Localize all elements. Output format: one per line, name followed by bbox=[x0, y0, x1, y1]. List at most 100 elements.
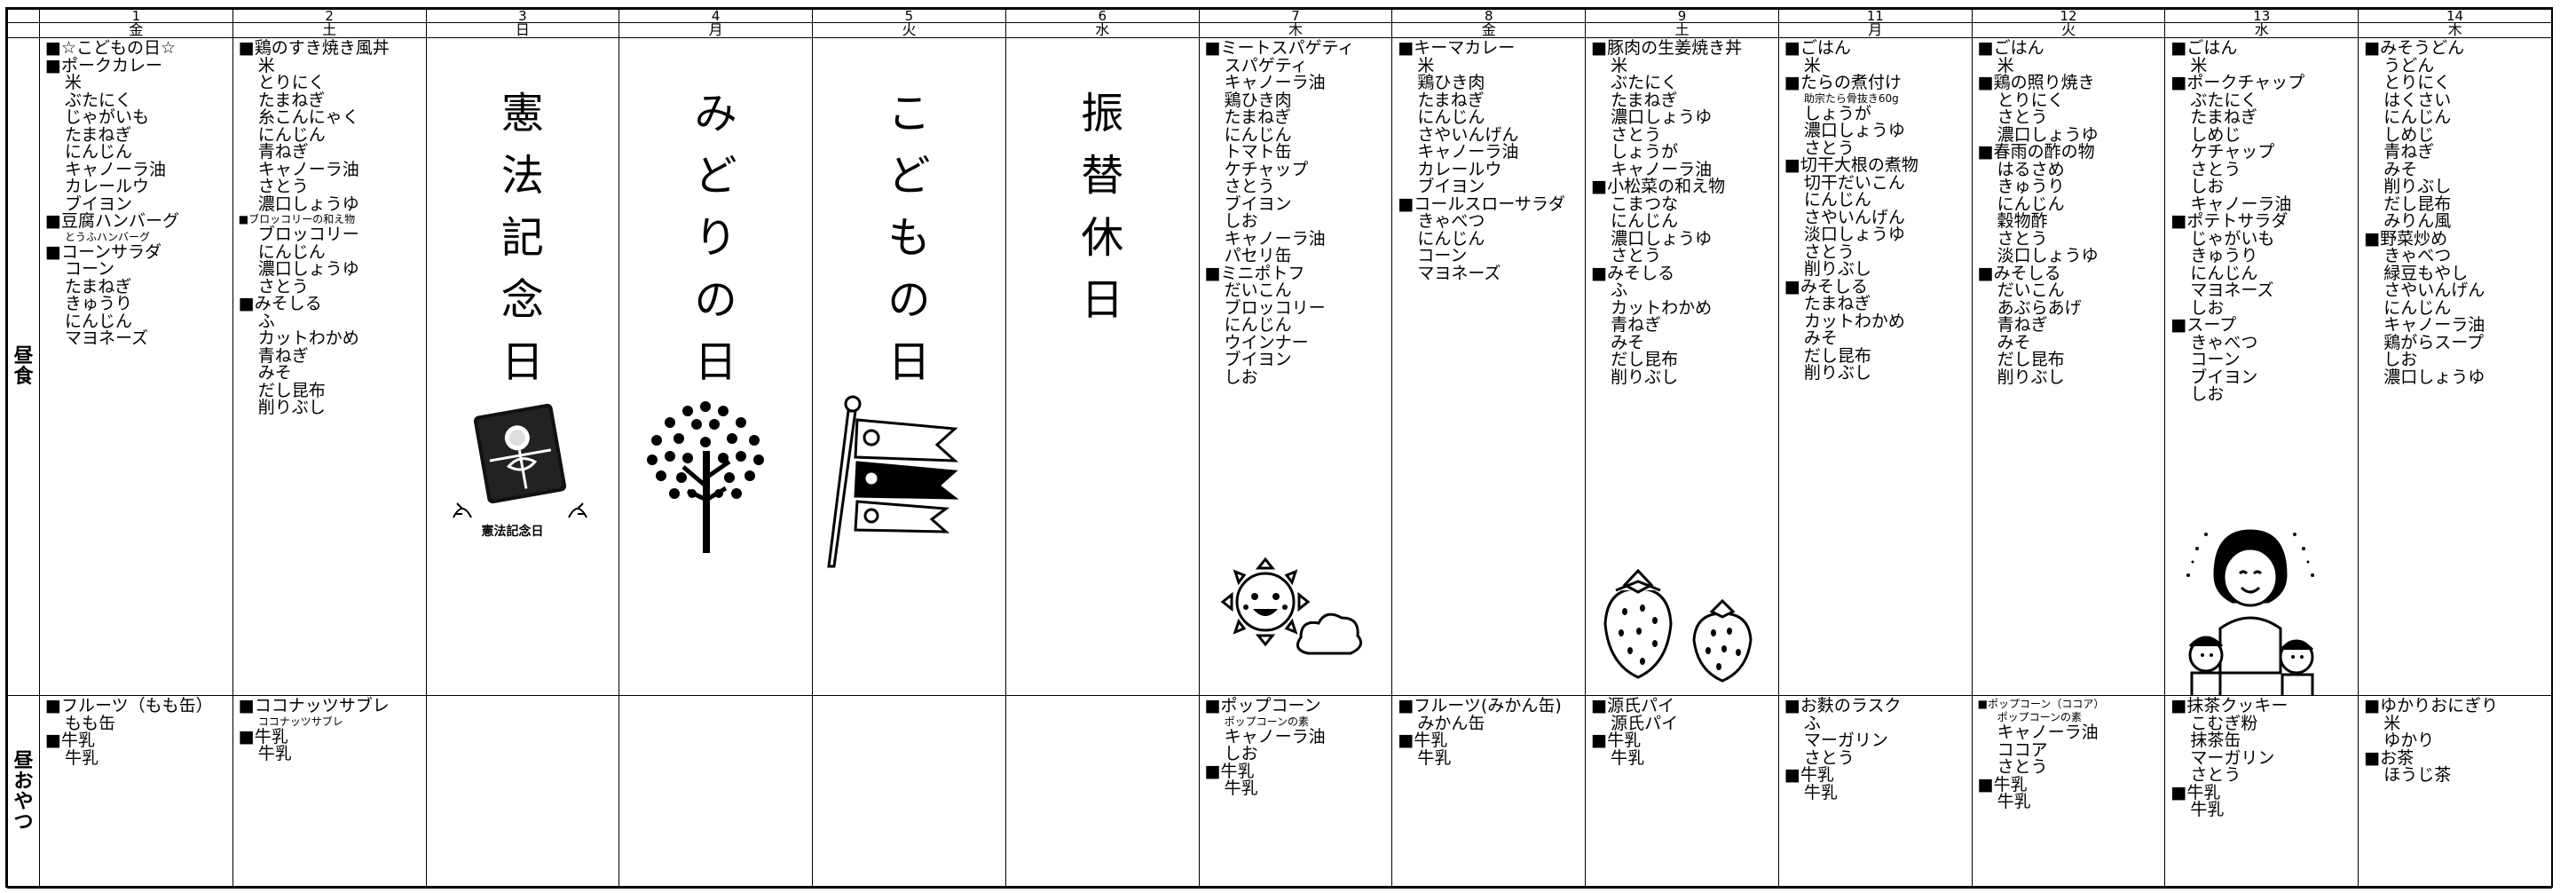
ingredient: 青ねぎ bbox=[1611, 315, 1662, 335]
dish-name: ■ポテトサラダ bbox=[2170, 211, 2288, 231]
lunch-row: 昼食■☆こどもの日☆■ポークカレー米ぶたにくじゃがいもたまねぎにんじんキャノーラ… bbox=[7, 37, 2552, 696]
holiday-char: 休 bbox=[1081, 213, 1124, 263]
ingredient: ブイヨン bbox=[65, 194, 133, 214]
snack-cell-day-11: ■お麩のラスクふマーガリンさとう■牛乳牛乳 bbox=[1777, 695, 1973, 889]
holiday-char: 替 bbox=[1081, 151, 1124, 201]
snack-label-char: お bbox=[13, 770, 34, 793]
snack-menu-list: ■ゆかりおにぎり米ゆかり■お茶ほうじ茶 bbox=[2359, 696, 2551, 785]
snack-menu-list: ■抹茶クッキーこむぎ粉抹茶缶マーガリンさとう■牛乳牛乳 bbox=[2165, 696, 2358, 819]
ingredient: コーン bbox=[1417, 246, 1468, 265]
ingredient: たまねぎ bbox=[1224, 107, 1292, 127]
ingredient: 削りぶし bbox=[2383, 177, 2452, 196]
lunch-label: 昼食 bbox=[7, 37, 40, 696]
snack-cell-day-4 bbox=[618, 695, 814, 889]
ingredient: 青ねぎ bbox=[257, 345, 309, 366]
weekday: 木 bbox=[1198, 22, 1393, 38]
ingredient: ゆかり bbox=[2383, 731, 2435, 750]
lunch-cell-day-9: ■豚肉の生姜焼き丼米ぶたにくたまねぎ濃口しょうゆさとうしょうがキャノーラ油■小松… bbox=[1585, 37, 1779, 696]
ingredient: キャノーラ油 bbox=[65, 159, 167, 179]
ingredient: マーガリン bbox=[2190, 747, 2275, 768]
snack-menu-list: ■ポップコーン（ココア）ポップコーンの素キャノーラ油ココアさとう■牛乳牛乳 bbox=[1973, 696, 2165, 811]
snack-label-char: 昼 bbox=[13, 749, 34, 772]
holiday-char: こ bbox=[887, 89, 931, 138]
ingredient: さとう bbox=[1611, 124, 1662, 145]
ingredient: にんじん bbox=[1611, 211, 1679, 231]
dish-name: ■ゆかりおにぎり bbox=[2364, 696, 2499, 715]
ingredient: キャノーラ油 bbox=[2190, 194, 2292, 214]
ingredient: パセリ缶 bbox=[1224, 246, 1292, 265]
ingredient: ココナッツサブレ bbox=[257, 715, 343, 728]
ingredient: コーン bbox=[2190, 350, 2241, 369]
ingredient: じゃがいも bbox=[2190, 228, 2275, 249]
ingredient: にんじん bbox=[257, 124, 326, 145]
ingredient: みそ bbox=[1611, 332, 1645, 352]
snack-row: 昼おやつ■フルーツ（もも缶）もも缶■牛乳牛乳■ココナッツサブレココナッツサブレ■… bbox=[7, 695, 2552, 889]
lunch-menu-list: ■豚肉の生姜焼き丼米ぶたにくたまねぎ濃口しょうゆさとうしょうがキャノーラ油■小松… bbox=[1586, 38, 1778, 386]
ingredient: 青ねぎ bbox=[1997, 315, 2048, 335]
snack-cell-day-8: ■フルーツ(みかん缶)みかん缶■牛乳牛乳 bbox=[1391, 695, 1587, 889]
ingredient: うどん bbox=[2383, 55, 2435, 75]
tree-icon bbox=[639, 389, 772, 561]
ingredient: 濃口しょうゆ bbox=[1611, 107, 1713, 127]
ingredient: だいこん bbox=[1997, 281, 2065, 300]
ingredient: 穀物酢 bbox=[1997, 211, 2048, 231]
holiday-name: みどりの日 bbox=[619, 83, 812, 393]
weekday: 月 bbox=[618, 22, 814, 38]
holiday-char: 日 bbox=[1081, 275, 1124, 325]
ingredient: たまねぎ bbox=[1611, 90, 1678, 110]
ingredient: さとう bbox=[1803, 241, 1855, 262]
dish-name: ■牛乳 bbox=[238, 726, 288, 747]
snack-cell-day-14: ■ゆかりおにぎり米ゆかり■お茶ほうじ茶 bbox=[2358, 695, 2552, 889]
snack-menu-list: ■フルーツ（もも缶）もも缶■牛乳牛乳 bbox=[40, 696, 232, 767]
weekday: 水 bbox=[1004, 22, 1200, 38]
dish-name: ■春雨の酢の物 bbox=[1977, 142, 2095, 162]
ingredient: みかん缶 bbox=[1417, 713, 1485, 733]
dish-name: ■コーンサラダ bbox=[45, 241, 162, 262]
ingredient: さとう bbox=[257, 177, 309, 196]
snack-label-char: つ bbox=[13, 811, 34, 834]
lunch-cell-day-7: ■ミートスパゲティスパゲティキャノーラ油鶏ひき肉たまねぎにんじんトマト缶ケチャッ… bbox=[1198, 37, 1393, 696]
ingredient: ブイヨン bbox=[1224, 350, 1292, 369]
ingredient: もも缶 bbox=[65, 713, 116, 733]
snack-label-char: や bbox=[13, 791, 34, 813]
ingredient: しめじ bbox=[2190, 124, 2241, 145]
lunch-cell-day-1: ■☆こどもの日☆■ポークカレー米ぶたにくじゃがいもたまねぎにんじんキャノーラ油カ… bbox=[39, 37, 233, 696]
ingredient: だし昆布 bbox=[1997, 350, 2065, 369]
ingredient: さとう bbox=[1224, 177, 1275, 196]
ingredient: さとう bbox=[1611, 246, 1662, 265]
weekday: 土 bbox=[232, 22, 427, 38]
dish-name: ■ミートスパゲティ bbox=[1204, 38, 1355, 58]
lunch-menu-list: ■ごはん米■鶏の照り焼きとりにくさとう濃口しょうゆ■春雨の酢の物はるさめきゅうり… bbox=[1973, 38, 2165, 386]
lunch-label-char: 食 bbox=[13, 366, 34, 388]
ingredient: 牛乳 bbox=[1224, 778, 1258, 798]
ingredient: とりにく bbox=[257, 73, 326, 92]
ingredient: きゅうり bbox=[1997, 177, 2065, 196]
lunch-cell-day-13: ■ごはん米■ポークチャップぶたにくたまねぎしめじケチャップさとうしおキャノーラ油… bbox=[2164, 37, 2359, 696]
ingredient: ほうじ茶 bbox=[2383, 765, 2452, 785]
ingredient: ポップコーンの素 bbox=[1997, 711, 2083, 723]
weekday: 金 bbox=[1391, 22, 1587, 38]
ingredient: ふ bbox=[1611, 281, 1628, 300]
lunch-cell-day-2: ■鶏のすき焼き風丼米とりにくたまねぎ糸こんにゃくにんじん青ねぎキャノーラ油さとう… bbox=[232, 37, 427, 696]
ingredient: 米 bbox=[1417, 55, 1435, 75]
ingredient: しお bbox=[2190, 177, 2225, 196]
ingredient: ブロッコリー bbox=[1224, 297, 1326, 318]
ingredient: にんじん bbox=[65, 311, 133, 331]
snack-cell-day-1: ■フルーツ（もも缶）もも缶■牛乳牛乳 bbox=[39, 695, 233, 889]
ingredient: 削りぶし bbox=[1997, 367, 2065, 387]
lunch-menu-list: ■キーマカレー米鶏ひき肉たまねぎにんじんさやいんげんキャノーラ油カレールウブイヨ… bbox=[1392, 38, 1585, 282]
holiday-char: 日 bbox=[887, 337, 931, 387]
ingredient: キャノーラ油 bbox=[1224, 726, 1326, 747]
ingredient: ブイヨン bbox=[2190, 367, 2258, 387]
ingredient: ぶたにく bbox=[65, 90, 132, 110]
weekday: 木 bbox=[2358, 22, 2552, 38]
weekday: 金 bbox=[39, 22, 233, 38]
ingredient: きゃべつ bbox=[2190, 332, 2258, 352]
ingredient: キャノーラ油 bbox=[1224, 73, 1326, 92]
dish-name: ■ポークチャップ bbox=[2170, 73, 2305, 92]
ingredient: 糸こんにゃく bbox=[257, 107, 359, 127]
dish-name: ■豚肉の生姜焼き丼 bbox=[1591, 38, 1743, 58]
ingredient: にんじん bbox=[1224, 315, 1292, 335]
holiday-char: り bbox=[694, 213, 737, 263]
